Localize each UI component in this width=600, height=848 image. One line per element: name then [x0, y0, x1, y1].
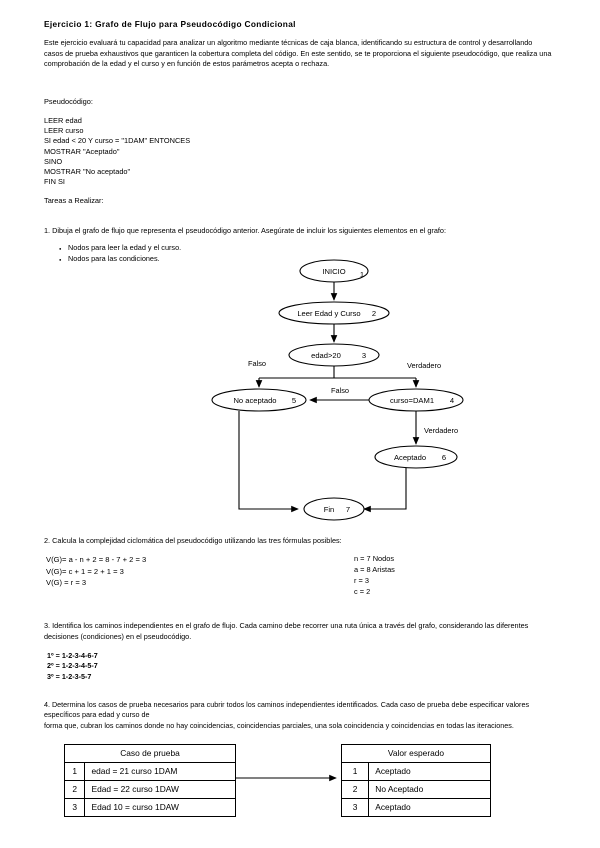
edge-label-falso-mid: Falso [331, 386, 349, 395]
independent-paths: 1º = 1-2-3-4-6-7 2º = 1-2-3-4-5-7 3º = 1… [47, 651, 98, 681]
table-right-header: Valor esperado [341, 744, 491, 763]
pseudocode-block: LEER edad LEER curso SI edad < 20 Y curs… [44, 116, 191, 187]
table-row: 1 Aceptado [340, 762, 491, 781]
task-1: 1. Dibuja el grafo de flujo que represen… [44, 226, 549, 265]
table-left-row-value: edad = 21 curso 1DAM [84, 762, 236, 781]
table-left-row-value: Edad = 22 curso 1DAW [84, 780, 236, 799]
table-right-row-value: No Aceptado [368, 780, 491, 799]
table-valor-esperado: Valor esperado 1 Aceptado 2 No Aceptado … [340, 744, 491, 817]
flow-node-inicio-number: 1 [360, 270, 364, 279]
edge-label-falso-left: Falso [248, 359, 266, 368]
table-right-row-number: 1 [340, 762, 370, 781]
table-row: 3 Aceptado [340, 798, 491, 817]
table-right-row-number: 3 [340, 798, 370, 817]
flow-node-no-aceptado-label: No aceptado [233, 396, 276, 405]
edge-5-7 [238, 411, 299, 513]
graph-counts: n = 7 Nodos a = 8 Aristas r = 3 c = 2 [354, 554, 395, 596]
table-left-row-number: 1 [63, 762, 86, 781]
page-title: Ejercicio 1: Grafo de Flujo para Pseudoc… [44, 19, 296, 29]
edge-label-verdadero-right: Verdadero [407, 361, 441, 370]
flow-node-curso-decision [368, 388, 464, 412]
task-3-text: 3. Identifica los caminos independientes… [44, 621, 529, 641]
flow-node-fin-label: Fin [324, 505, 335, 514]
flow-node-aceptado [374, 445, 458, 469]
cyclomatic-formulas: V(G)= a - n + 2 = 8 - 7 + 2 = 3 V(G)= c … [46, 555, 147, 587]
table-caso-de-prueba: Caso de prueba 1 edad = 21 curso 1DAM 2 … [63, 744, 236, 817]
flow-node-aceptado-number: 6 [442, 453, 446, 462]
flow-node-leer-label: Leer Edad y Curso [297, 309, 360, 318]
task-4: 4. Determina los casos de prueba necesar… [44, 700, 556, 731]
task-2-text: 2. Calcula la complejidad ciclomática de… [44, 536, 342, 545]
edge-label-verdadero-down: Verdadero [424, 426, 458, 435]
table-right-row-value: Aceptado [368, 798, 491, 817]
flow-node-fin [303, 497, 365, 521]
table-header-row: Valor esperado [341, 744, 491, 763]
flow-node-curso-decision-label: curso=DAM1 [390, 396, 434, 405]
flow-node-inicio-label: INICIO [322, 267, 345, 276]
list-item: Nodos para leer la edad y el curso. [59, 242, 549, 254]
flow-node-no-aceptado [211, 388, 307, 412]
task-1-text: 1. Dibuja el grafo de flujo que represen… [44, 226, 446, 235]
flow-graph-diagram: INICIO 1 Leer Edad y Curso 2 edad>20 3 N… [44, 255, 556, 530]
table-left-row-value: Edad 10 = curso 1DAW [84, 798, 236, 817]
flow-node-curso-decision-number: 4 [450, 396, 454, 405]
table-left-row-number: 2 [63, 780, 86, 799]
task-4-text: 4. Determina los casos de prueba necesar… [44, 700, 530, 720]
table-left-row-number: 3 [63, 798, 86, 817]
table-right-row-value: Aceptado [368, 762, 491, 781]
flow-node-leer-number: 2 [372, 309, 376, 318]
table-header-row: Caso de prueba [64, 744, 236, 763]
flow-node-fin-number: 7 [346, 505, 350, 514]
table-right-row-number: 2 [340, 780, 370, 799]
table-left-header: Caso de prueba [64, 744, 236, 763]
table-row: 2 Edad = 22 curso 1DAW [63, 780, 236, 799]
table-row: 1 edad = 21 curso 1DAM [63, 762, 236, 781]
flow-node-inicio [299, 259, 369, 283]
flow-node-leer [278, 301, 390, 325]
table-row: 2 No Aceptado [340, 780, 491, 799]
flow-node-edad-decision-number: 3 [362, 351, 366, 360]
flow-node-aceptado-label: Aceptado [394, 453, 426, 462]
list-item: Nodos para las condiciones. [59, 253, 549, 265]
test-case-tables: Caso de prueba 1 edad = 21 curso 1DAM 2 … [44, 744, 556, 844]
tables-connector-arrow [236, 774, 337, 782]
table-row: 3 Edad 10 = curso 1DAW [63, 798, 236, 817]
flow-node-edad-decision [288, 343, 380, 367]
intro-paragraph: Este ejercicio evaluará tu capacidad par… [44, 38, 552, 69]
task-4-text-cont: forma que, cubran los caminos donde no h… [44, 720, 514, 730]
task-1-bullet-list: Nodos para leer la edad y el curso. Nodo… [44, 242, 549, 265]
pseudocode-label: Pseudocódigo: [44, 97, 93, 106]
tasks-label: Tareas a Realizar: [44, 196, 104, 205]
flow-node-no-aceptado-number: 5 [292, 396, 296, 405]
edge-6-7 [363, 468, 407, 513]
flow-node-edad-decision-label: edad>20 [311, 351, 341, 360]
